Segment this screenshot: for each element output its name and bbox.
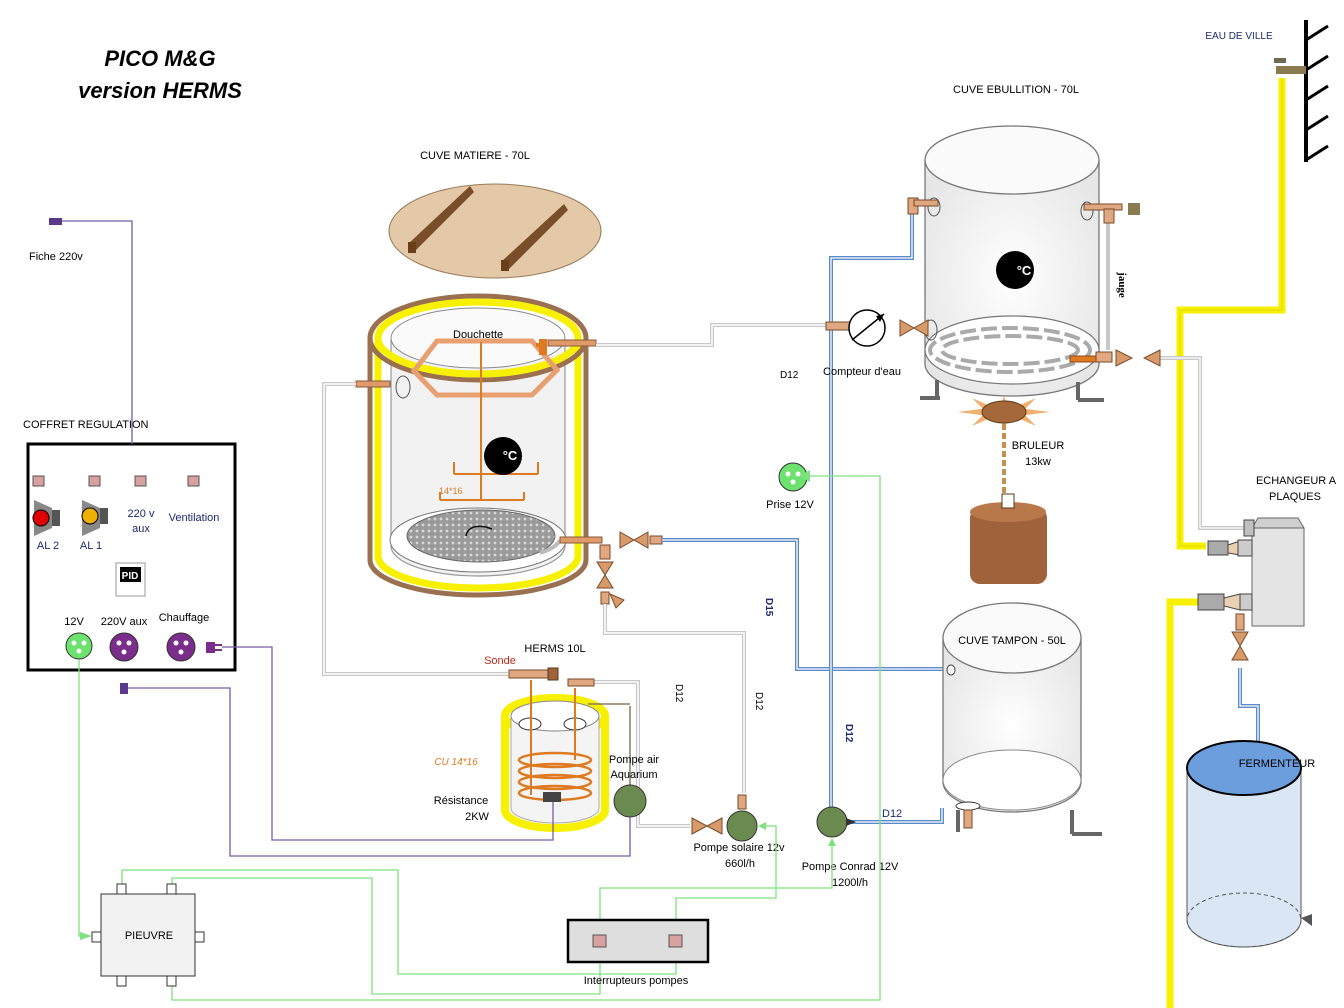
yellow-pipe-return: [1166, 598, 1206, 1008]
burner-icon: [958, 396, 1050, 494]
label-pompe-conrad-1: Pompe Conrad 12V: [802, 861, 899, 873]
label-d15: D15: [763, 598, 774, 617]
label-d12-tampon: D12: [882, 808, 902, 820]
label-al1: AL 1: [80, 540, 102, 552]
plug-icon: [206, 642, 222, 653]
fuse-icon[interactable]: [32, 475, 45, 487]
label-pompe-solaire-2: 660l/h: [725, 858, 755, 870]
label-d12-compteur: D12: [780, 370, 799, 381]
label-eau-de-ville: EAU DE VILLE: [1205, 31, 1273, 42]
label-pompe-air-2: Aquarium: [610, 769, 657, 781]
switch-pump-2-icon[interactable]: [668, 934, 683, 948]
city-water-supply: [1274, 20, 1329, 162]
solar-pump-icon: [691, 794, 758, 842]
label-cu: CU 14*16: [434, 757, 478, 768]
control-box: [26, 442, 237, 672]
label-pid: PID: [122, 571, 139, 582]
label-al2: AL 2: [37, 540, 59, 552]
label-ventilation: Ventilation: [169, 512, 220, 524]
power-cables: [128, 646, 631, 857]
valve-group-mash-outlet: [596, 531, 663, 609]
process-pipes: [322, 212, 1260, 866]
socket-chauffage-icon[interactable]: [166, 632, 196, 662]
label-herms: HERMS 10L: [524, 643, 585, 655]
label-pompe-solaire-1: Pompe solaire 12v: [693, 842, 785, 854]
air-pump-icon: [613, 784, 647, 818]
fitting-top-right: [547, 339, 597, 347]
fitting-left: [355, 380, 391, 388]
boil-kettle-fittings: [825, 197, 1161, 367]
label-douchette: Douchette: [453, 329, 503, 341]
fermenter: [1186, 740, 1312, 948]
fuse-icon[interactable]: [134, 475, 147, 487]
label-14x16: 14*16: [439, 486, 463, 496]
label-220v-aux: 220V aux: [101, 616, 148, 628]
label-resistance-2: 2KW: [465, 811, 489, 823]
label-chauffage: Chauffage: [159, 612, 210, 624]
junction-box-pieuvre: [91, 883, 205, 987]
label-pieuvre: PIEUVRE: [125, 930, 173, 942]
label-12v: 12V: [64, 616, 84, 628]
title-line-1: PICO M&G: [104, 46, 215, 71]
mains-cable: [62, 220, 133, 444]
gas-bottle-icon: [970, 493, 1047, 584]
herms-vessel: [501, 667, 609, 832]
label-resistance-1: Résistance: [434, 795, 488, 807]
buffer-tank: [942, 602, 1102, 836]
label-bruleur-power: 13kw: [1025, 456, 1051, 468]
conrad-pump-icon: [816, 806, 848, 838]
pid-controller-icon[interactable]: [120, 567, 141, 582]
label-fermenteur: FERMENTEUR: [1239, 758, 1315, 770]
label-interrupteurs: Interrupteurs pompes: [584, 975, 689, 987]
label-d12-conrad: D12: [843, 724, 854, 743]
label-fiche-220v: Fiche 220v: [29, 251, 83, 263]
mains-plug-icon: [49, 218, 62, 225]
fuse-icon[interactable]: [187, 475, 200, 487]
mash-tun: [367, 293, 589, 598]
socket-12v-icon[interactable]: [65, 632, 93, 660]
mash-temp-label: °C: [503, 448, 518, 463]
fuse-icon[interactable]: [88, 475, 101, 487]
label-d12-herms: D12: [673, 684, 684, 703]
label-pompe-conrad-2: 1200l/h: [832, 877, 868, 889]
label-pompe-air-1: Pompe air: [609, 754, 659, 766]
label-sonde: Sonde: [484, 655, 516, 667]
label-prise-12v: Prise 12V: [766, 499, 814, 511]
label-d12-solaire: D12: [753, 692, 764, 711]
label-compteur: Compteur d'eau: [823, 366, 901, 378]
fitting-bottom-right: [559, 536, 603, 544]
label-cuve-matiere: CUVE MATIERE - 70L: [420, 150, 530, 162]
boil-temp-label: °C: [1017, 263, 1032, 278]
boil-temp-sensor-icon: [996, 251, 1034, 289]
socket-220v-aux-icon[interactable]: [109, 632, 139, 662]
alarm-light-al1-icon: [81, 500, 108, 536]
title-line-2: version HERMS: [78, 78, 242, 103]
label-220v-line2: aux: [132, 523, 150, 535]
control-box-title: COFFRET REGULATION: [23, 419, 149, 431]
alarm-light-al2-icon: [32, 500, 60, 536]
label-echangeur-1: ECHANGEUR A: [1256, 475, 1337, 487]
label-cuve-ebullition: CUVE EBULLITION - 70L: [953, 84, 1079, 96]
mash-temp-sensor-icon: [484, 437, 522, 475]
label-bruleur: BRULEUR: [1012, 440, 1065, 452]
plug-icon: [120, 683, 128, 694]
switch-pump-1-icon[interactable]: [592, 934, 607, 948]
mash-tun-lid: [388, 183, 602, 279]
label-jauge: jauge: [1116, 271, 1128, 298]
label-echangeur-2: PLAQUES: [1269, 491, 1321, 503]
label-cuve-tampon: CUVE TAMPON - 50L: [958, 635, 1066, 647]
pump-switch-box: [566, 918, 710, 964]
plate-heat-exchanger-icon: [1197, 517, 1305, 661]
label-220v-line1: 220 v: [128, 508, 155, 520]
